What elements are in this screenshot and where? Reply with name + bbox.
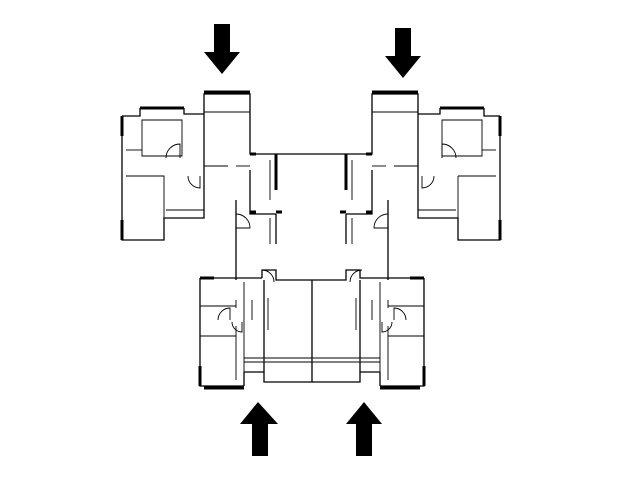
entry-arrow-bottom-left — [240, 402, 278, 456]
entry-arrows — [204, 24, 421, 456]
door-swing — [235, 213, 251, 229]
door-swing — [349, 269, 363, 283]
entry-arrow-top-right — [385, 28, 421, 78]
door-swing — [393, 307, 407, 321]
door-swing — [217, 307, 231, 321]
entry-arrow-top-left — [204, 24, 240, 74]
central-corridor — [274, 153, 348, 244]
door-swing — [231, 321, 243, 333]
top-left-unit — [120, 90, 276, 280]
bottom-center-unit — [198, 269, 426, 390]
top-right-unit — [346, 90, 502, 280]
door-swing — [165, 143, 181, 159]
door-swing — [261, 269, 275, 283]
door-swing — [441, 143, 457, 159]
entry-arrow-bottom-right — [346, 402, 382, 456]
door-swing — [373, 213, 389, 229]
door-swing — [187, 175, 201, 189]
door-swing — [381, 321, 393, 333]
door-swing — [421, 175, 435, 189]
